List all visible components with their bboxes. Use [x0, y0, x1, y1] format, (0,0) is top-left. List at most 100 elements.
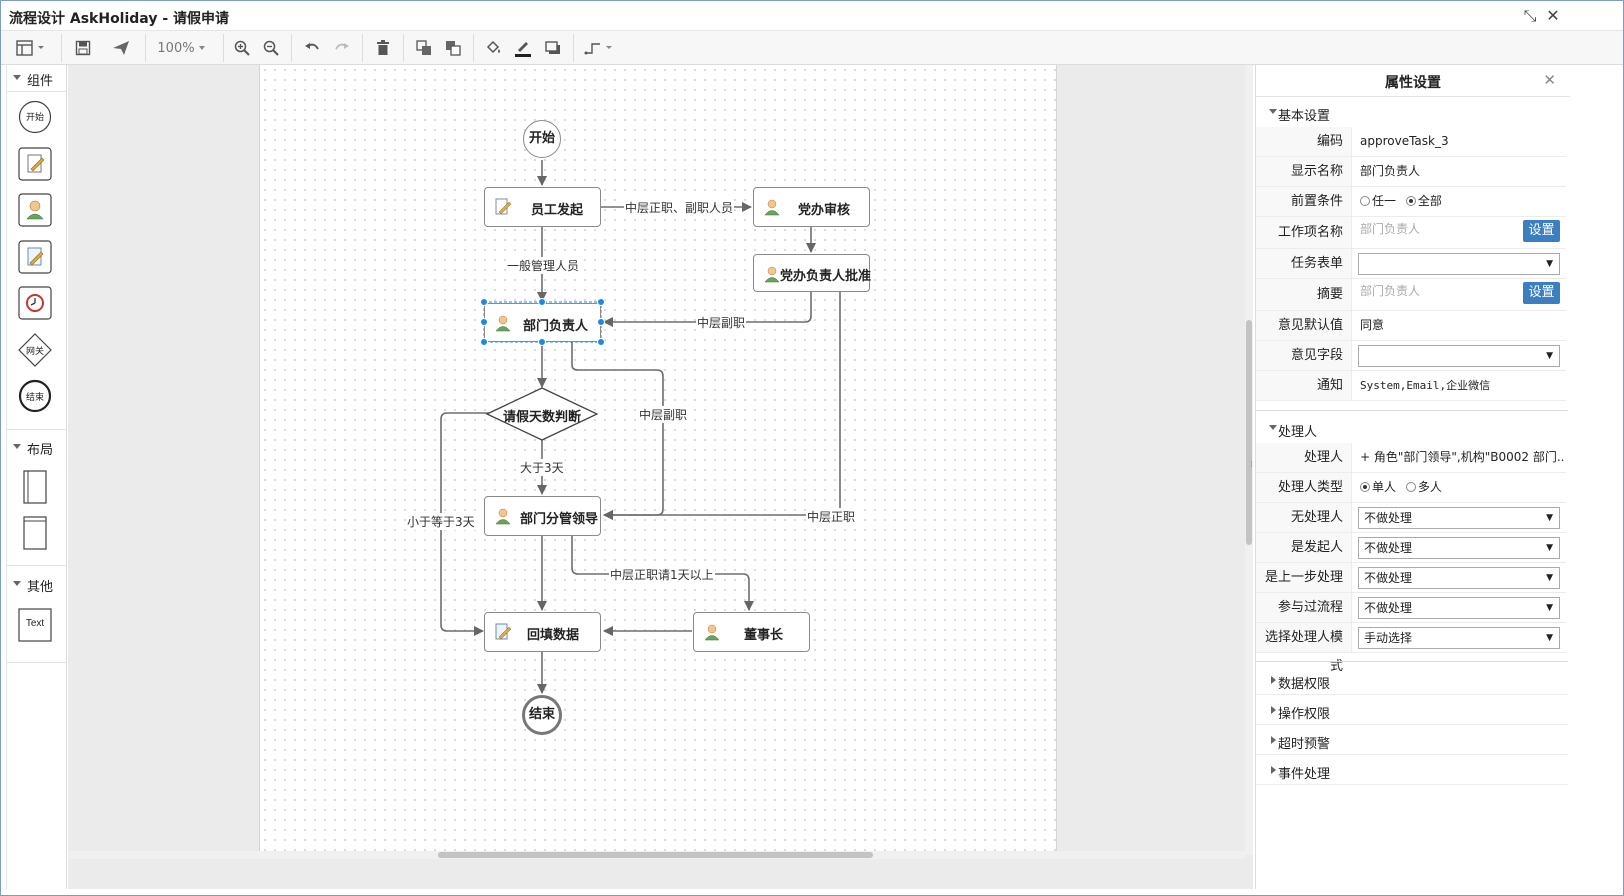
node-fill-data[interactable]: 回填数据: [484, 612, 601, 652]
zoom-select[interactable]: 100%: [151, 36, 215, 60]
palette-gateway[interactable]: 网关: [18, 333, 52, 367]
summary-set-button[interactable]: 设置: [1523, 282, 1560, 304]
opinion-field-select[interactable]: ▼: [1358, 345, 1560, 367]
resize-handle[interactable]: [597, 338, 605, 346]
layout-button[interactable]: [13, 36, 49, 60]
display-name-field[interactable]: 部门负责人: [1360, 164, 1421, 178]
node-label: 董事长: [744, 628, 784, 643]
participated-select[interactable]: 不做处理 ▼: [1358, 597, 1560, 619]
summary-field[interactable]: 部门负责人: [1360, 284, 1421, 298]
end-node[interactable]: 结束: [522, 695, 562, 735]
resize-handle[interactable]: [480, 338, 488, 346]
connector-style-button[interactable]: [582, 36, 618, 60]
row-code: 编码 approveTask_3: [1256, 127, 1566, 157]
delete-button[interactable]: [371, 36, 395, 60]
flow-connections: [440, 160, 841, 694]
radio-single[interactable]: 单人: [1360, 473, 1396, 502]
shadow-button[interactable]: [541, 36, 565, 60]
node-party-head[interactable]: 党办负责人批准: [753, 254, 871, 292]
user-task-icon: [704, 624, 720, 641]
palette-section-title: 其他: [27, 580, 54, 595]
section-basic[interactable]: 基本设置: [1256, 99, 1568, 127]
resize-handle[interactable]: [538, 298, 546, 306]
node-emp-start[interactable]: 员工发起: [484, 187, 601, 227]
close-icon[interactable]: ✕: [1543, 71, 1556, 89]
radio-multi[interactable]: 多人: [1405, 473, 1442, 502]
field-label: 是上一步处理人: [1256, 563, 1352, 614]
section-event-handling[interactable]: 事件处理: [1256, 757, 1568, 785]
edge-dept-to-leader[interactable]: [571, 342, 664, 520]
palette-timer-event[interactable]: [18, 286, 52, 320]
design-page[interactable]: 中层正职、副职人员 一般管理人员 中层副职 中层副职 大于3天 小于等于3天 中…: [259, 65, 1057, 855]
section-operation-permission[interactable]: 操作权限: [1256, 697, 1568, 725]
send-back-button[interactable]: [441, 36, 465, 60]
field-label: 意见字段: [1256, 341, 1352, 370]
fill-color-button[interactable]: [482, 36, 506, 60]
palette-sign-task[interactable]: [18, 240, 52, 274]
vertical-scrollbar[interactable]: [1245, 65, 1253, 855]
resize-handle[interactable]: [538, 338, 546, 346]
precondition-radio-group: 任一 全部: [1360, 187, 1564, 216]
horizontal-scrollbar[interactable]: [68, 851, 1245, 859]
is-prev-handler-select[interactable]: 不做处理 ▼: [1358, 567, 1560, 589]
node-party-review[interactable]: 党办审核: [753, 187, 870, 227]
workitem-name-field[interactable]: 部门负责人: [1360, 222, 1421, 236]
resize-handle[interactable]: [480, 318, 488, 326]
zoom-out-button[interactable]: [259, 36, 283, 60]
start-node[interactable]: 开始: [523, 120, 561, 158]
select-mode-select[interactable]: 手动选择 ▼: [1358, 627, 1560, 649]
resize-handle[interactable]: [480, 298, 488, 306]
gateway-shape[interactable]: [485, 387, 599, 441]
opinion-default-field[interactable]: 同意: [1360, 318, 1385, 332]
section-data-permission[interactable]: 数据权限: [1256, 667, 1568, 695]
scroll-thumb[interactable]: [438, 852, 873, 858]
chevron-down-icon: ▼: [1546, 351, 1553, 361]
node-dept-head[interactable]: 部门负责人: [484, 303, 601, 342]
code-field[interactable]: approveTask_3: [1360, 134, 1449, 148]
palette-start-event[interactable]: 开始: [18, 100, 52, 134]
start-event-icon: [18, 100, 52, 134]
restore-icon[interactable]: ⤡: [1523, 6, 1537, 25]
palette-lane-horizontal[interactable]: [18, 516, 52, 550]
palette-end-event[interactable]: 结束: [18, 379, 52, 413]
bring-front-button[interactable]: [412, 36, 436, 60]
row-workitem-name: 工作项名称 部门负责人 设置: [1256, 217, 1566, 249]
redo-button[interactable]: [330, 36, 354, 60]
field-label: 无处理人: [1256, 503, 1352, 532]
zoom-in-button[interactable]: [230, 36, 254, 60]
is-initiator-select[interactable]: 不做处理 ▼: [1358, 537, 1560, 559]
palette-lane-vertical[interactable]: [18, 470, 52, 504]
handler-field[interactable]: + 角色"部门领导",机构"B0002 部门...: [1360, 450, 1564, 464]
node-chairman[interactable]: 董事长: [693, 612, 810, 652]
palette-user-task[interactable]: [18, 193, 52, 227]
edge-partyhead-to-dept[interactable]: [603, 292, 812, 327]
undo-button[interactable]: [300, 36, 324, 60]
resize-handle[interactable]: [597, 298, 605, 306]
palette-section-other[interactable]: 其他: [7, 573, 67, 597]
palette-section-layout[interactable]: 布局: [7, 436, 67, 460]
resize-handle[interactable]: [597, 318, 605, 326]
no-handler-select[interactable]: 不做处理 ▼: [1358, 507, 1560, 529]
send-button[interactable]: [109, 36, 133, 60]
line-color-button[interactable]: [511, 36, 535, 60]
close-icon[interactable]: ✕: [1546, 6, 1560, 25]
palette-section-components[interactable]: 组件: [7, 67, 67, 91]
section-timeout-warning[interactable]: 超时预警: [1256, 727, 1568, 755]
field-label: 摘要: [1256, 279, 1352, 310]
save-button[interactable]: [71, 36, 95, 60]
node-dept-leader[interactable]: 部门分管领导: [484, 496, 601, 536]
palette-task[interactable]: [18, 147, 52, 181]
palette-text[interactable]: Text: [18, 608, 52, 642]
workitem-set-button[interactable]: 设置: [1523, 220, 1560, 242]
task-form-select[interactable]: ▼: [1358, 253, 1560, 275]
section-handler[interactable]: 处理人: [1256, 415, 1568, 443]
radio-any[interactable]: 任一: [1360, 187, 1396, 216]
chevron-down-icon: [13, 75, 21, 80]
right-splitter[interactable]: ⁞: [1250, 460, 1253, 470]
node-label: 员工发起: [531, 203, 584, 218]
scroll-thumb[interactable]: [1246, 320, 1252, 545]
user-task-icon: [495, 508, 511, 525]
radio-all[interactable]: 全部: [1405, 187, 1442, 216]
field-label: 任务表单: [1256, 249, 1352, 278]
notify-field[interactable]: System,Email,企业微信: [1360, 379, 1491, 392]
